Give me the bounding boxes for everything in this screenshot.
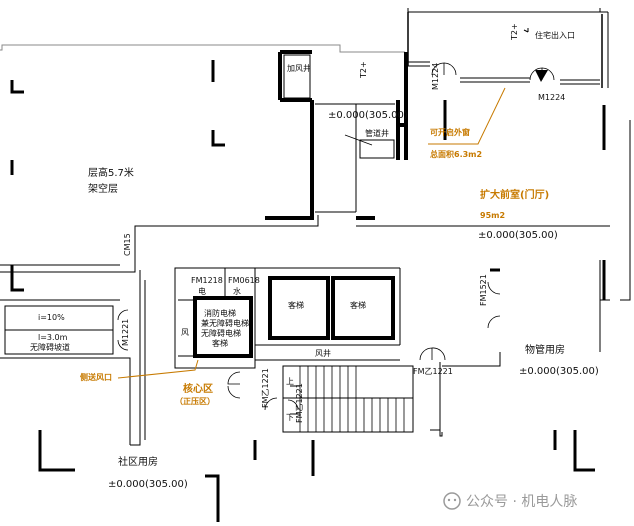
- wechat-icon: [443, 492, 461, 510]
- structural-walls: [265, 50, 408, 220]
- plan-labels: 加风井 T2+ T2+ 住宅出入口 M1224 M1224 ±0.000(305…: [30, 23, 599, 490]
- label-wind-shaft: 风井: [315, 348, 331, 358]
- label-door-fm1221-b: FM乙1221: [261, 368, 270, 408]
- label-equipment-shaft: 管道井: [365, 128, 389, 138]
- label-core-zone: 核心区: [183, 382, 213, 395]
- label-t2-left: T2+: [359, 61, 368, 79]
- label-smoke-vent: 侧送风口: [80, 372, 112, 382]
- t2-arrow-right: [523, 28, 529, 33]
- window-marks: [408, 61, 610, 301]
- label-openable-window-1: 可开启外窗: [430, 127, 470, 137]
- label-door-fm1521: FM1521: [479, 274, 488, 306]
- label-slope-len: l=3.0m: [38, 333, 68, 342]
- label-stair-down: 下: [286, 413, 294, 422]
- label-passenger-elev-2: 客梯: [350, 300, 366, 310]
- watermark: 公众号 · 机电人脉: [443, 492, 577, 510]
- label-expanded-vestibule: 扩大前室(门厅): [480, 188, 549, 201]
- label-door-fm1221-c: FM乙1221: [295, 383, 304, 423]
- label-community-room: 社区用房: [118, 455, 158, 468]
- label-t2-right: T2+: [510, 23, 519, 41]
- label-stair-up: 上: [286, 377, 294, 386]
- label-elev-vestibule: ±0.000(305.00): [478, 230, 558, 241]
- label-water: 水: [233, 286, 241, 296]
- label-ramp: 无障碍坡道: [30, 342, 70, 352]
- label-wind-small: 风: [181, 328, 189, 337]
- label-overhead-floor: 架空层: [88, 182, 118, 195]
- label-fire-elev-2: 兼无障碍电梯: [201, 318, 249, 328]
- door-swings: [117, 62, 555, 411]
- label-openable-window-2: 总面积6.3m2: [430, 149, 482, 159]
- building-outline: [0, 8, 631, 446]
- label-door-fm218: FM1218: [191, 276, 223, 285]
- label-passenger-elev-1: 客梯: [288, 300, 304, 310]
- label-vestibule-area: 95m2: [480, 211, 505, 220]
- label-jiafengjing: 加风井: [287, 63, 311, 73]
- leader-lines: [117, 87, 506, 379]
- label-door-m1221: M1221: [121, 319, 130, 346]
- entrance-arrow: [535, 70, 548, 82]
- label-door-m1224-left: M1224: [431, 63, 440, 90]
- label-fire-elev-1: 消防电梯: [204, 308, 236, 318]
- watermark-text: 公众号 · 机电人脉: [466, 494, 577, 510]
- label-door-fm1221-a: FM乙1221: [413, 367, 453, 376]
- label-floor-height: 层高5.7米: [88, 166, 134, 179]
- label-elev-property: ±0.000(305.00): [519, 366, 599, 377]
- label-elev-community: ±0.000(305.00): [108, 479, 188, 490]
- column-marks: [10, 60, 606, 522]
- pipe-shaft-box: [359, 139, 395, 159]
- label-door-m1224-right: M1224: [538, 93, 565, 102]
- label-fire-elev-3: 无障碍电梯: [201, 328, 241, 338]
- label-door-cm15: CM15: [123, 233, 132, 256]
- label-slope-pct: i=10%: [38, 313, 65, 322]
- label-elev-top: ±0.000(305.00): [328, 110, 408, 121]
- label-door-fm618: FM0618: [228, 276, 260, 285]
- label-positive-pressure: （正压区）: [175, 396, 215, 406]
- label-property-room: 物管用房: [525, 343, 565, 356]
- jiafengjing-shaft: [283, 54, 311, 99]
- core-area: [174, 267, 414, 433]
- label-residence-entrance: 住宅出入口: [535, 30, 575, 40]
- label-elec: 电: [198, 286, 206, 296]
- label-fire-elev-4: 客梯: [212, 338, 228, 348]
